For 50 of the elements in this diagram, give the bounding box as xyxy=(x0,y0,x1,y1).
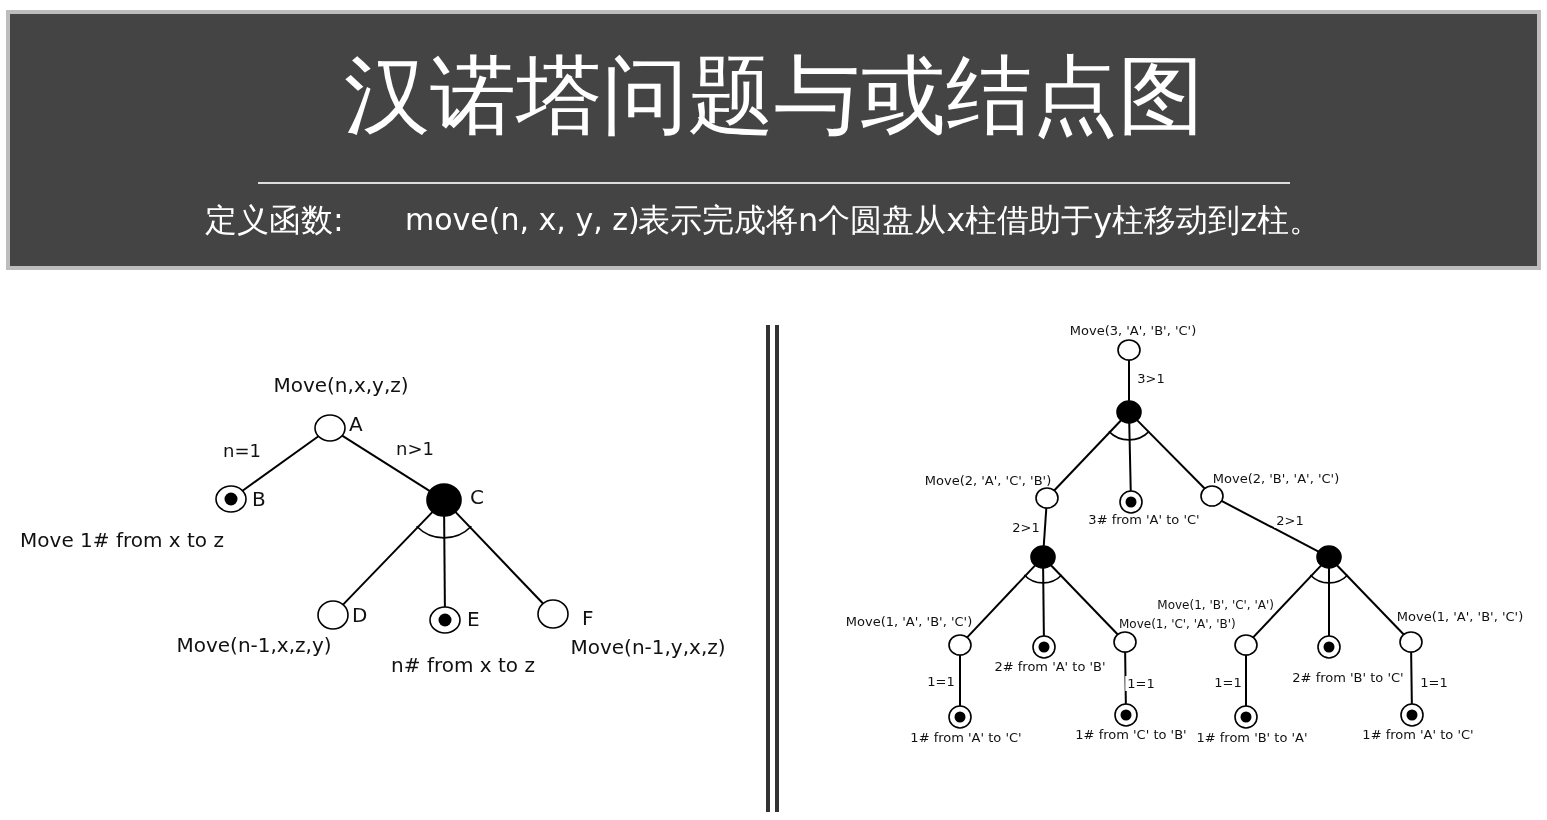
node-label: D xyxy=(352,605,368,625)
subtitle-text: 表示完成将n个圆盘从x柱借助于y柱移动到z柱。 xyxy=(638,203,1321,239)
connector-line xyxy=(959,654,961,707)
connector-line xyxy=(1128,359,1130,402)
connector-line xyxy=(241,435,320,492)
node-label: 1# from 'C' to 'B' xyxy=(1075,727,1187,741)
edge-label: 1=1 xyxy=(1125,675,1157,691)
connector-line xyxy=(1042,567,1045,637)
connector-line xyxy=(1328,567,1330,637)
node-label: F xyxy=(582,608,594,628)
node-label: C xyxy=(470,487,484,507)
node-label: 1# from 'B' to 'A' xyxy=(1196,730,1308,744)
node-label: B xyxy=(252,489,266,509)
connector-line xyxy=(1410,651,1413,705)
node-label: Move 1# from x to z xyxy=(20,530,224,550)
connector-line xyxy=(1335,564,1405,636)
title: 汉诺塔问题与或结点图 xyxy=(342,52,1205,138)
node-label: Move(1, 'B', 'C', 'A') xyxy=(1157,599,1274,611)
node-label: Move(2, 'A', 'C', 'B') xyxy=(924,473,1052,487)
connector-line xyxy=(443,515,446,608)
node-label: Move(1, 'C', 'A', 'B') xyxy=(1119,618,1236,630)
connector-line xyxy=(1245,654,1247,707)
node-label: A xyxy=(349,414,363,434)
connector-line xyxy=(342,510,434,606)
node-label: Move(n,x,y,z) xyxy=(273,375,409,395)
connector-line xyxy=(1136,419,1206,490)
node-label: 1# from 'A' to 'C' xyxy=(1362,727,1474,741)
node-label: Move(1, 'A', 'B', 'C') xyxy=(1396,609,1524,623)
connector-line xyxy=(1252,564,1323,639)
node-label: 2# from 'A' to 'B' xyxy=(994,659,1106,673)
node-label: Move(n-1,x,z,y) xyxy=(176,635,332,655)
node-label: Move(1, 'A', 'B', 'C') xyxy=(845,614,973,628)
connector-line xyxy=(341,434,431,493)
subtitle-text: move(n, x, y, z) xyxy=(405,203,640,236)
node-label: Move(3, 'A', 'B', 'C') xyxy=(1069,323,1197,337)
node-label: E xyxy=(467,609,480,629)
connector-line xyxy=(1128,422,1132,492)
connector-line xyxy=(1220,499,1320,553)
node-label: n# from x to z xyxy=(391,655,535,675)
connector-line xyxy=(1042,507,1048,547)
connector-line xyxy=(454,510,544,605)
subtitle-text: 定义函数: xyxy=(205,203,344,239)
node-label: 3# from 'A' to 'C' xyxy=(1088,512,1200,526)
node-label: 1# from 'A' to 'C' xyxy=(910,730,1022,744)
node-label: 2# from 'B' to 'C' xyxy=(1292,670,1404,684)
connector-line xyxy=(1053,419,1123,492)
node-label: Move(n-1,y,x,z) xyxy=(570,637,726,657)
connector-line xyxy=(966,564,1037,639)
connector-line xyxy=(1049,564,1119,636)
node-label: Move(2, 'B', 'A', 'C') xyxy=(1212,471,1340,485)
